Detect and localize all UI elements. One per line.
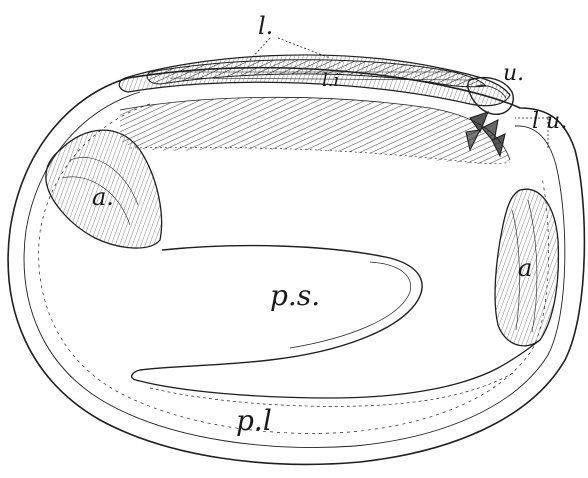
label-umbo: u. xyxy=(503,61,524,86)
label-pallial-line: p.l xyxy=(236,404,272,437)
label-anterior-adductor: a. xyxy=(92,183,114,211)
label-pallial-sinus: p.s. xyxy=(270,279,320,312)
pallial-line xyxy=(136,340,540,398)
label-posterior-adductor: a xyxy=(518,254,532,282)
label-lunule: l u. xyxy=(532,109,567,134)
pallial-sinus xyxy=(132,246,422,380)
label-ligament: l. xyxy=(258,12,273,40)
label-internal-ligament: l.i xyxy=(322,70,339,91)
dorsal-shading xyxy=(120,97,510,164)
